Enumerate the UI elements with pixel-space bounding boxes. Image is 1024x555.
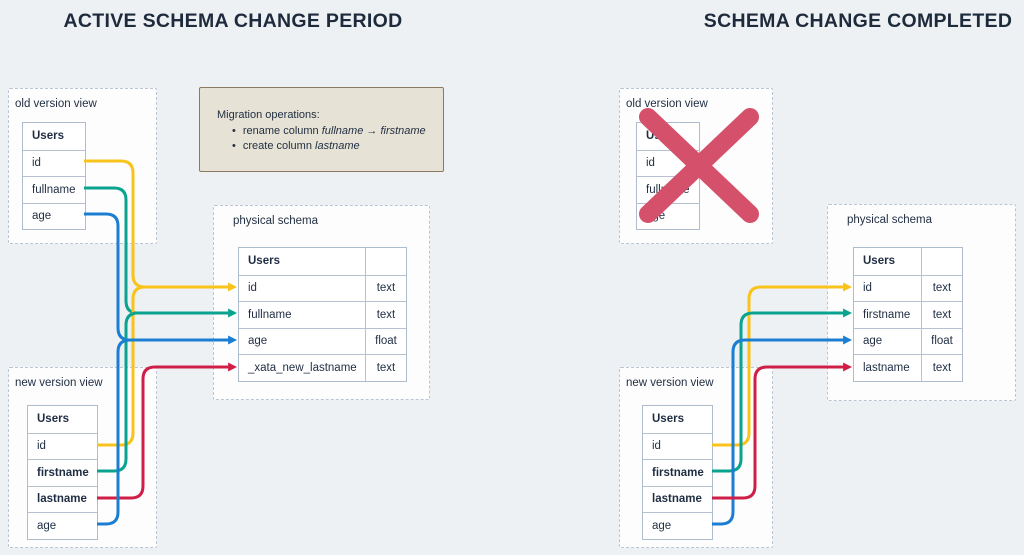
table-row: firstname <box>28 459 97 486</box>
users-table-physical-right: Users id text firstname text age float l… <box>853 247 963 382</box>
table-row: age float <box>854 327 962 354</box>
table-row: _xata_new_lastname text <box>239 354 406 381</box>
table-row: fullname <box>23 176 85 203</box>
table-row: id <box>643 432 712 460</box>
users-table-old-view-right: Users id fullname age <box>636 122 700 230</box>
migration-title: Migration operations: <box>217 109 320 121</box>
migration-bullet-rename: •rename column fullname → firstname <box>232 124 426 137</box>
type-header-cell <box>365 248 406 275</box>
panel-label: new version view <box>626 377 714 389</box>
users-table-new-view-right: Users id firstname lastname age <box>642 405 713 540</box>
table-row: id text <box>854 274 962 301</box>
migration-operations-note: Migration operations: •rename column ful… <box>199 87 444 172</box>
table-header: Users <box>37 413 69 426</box>
panel-label: old version view <box>15 98 97 110</box>
title-change-completed: SCHEMA CHANGE COMPLETED <box>703 10 1013 32</box>
table-row: firstname text <box>854 301 962 328</box>
panel-label: old version view <box>626 98 708 110</box>
migration-bullet-create: •create column lastname <box>232 140 360 152</box>
table-row: id <box>23 149 85 177</box>
table-header: Users <box>646 130 678 143</box>
table-row: lastname <box>643 485 712 513</box>
table-row: firstname <box>643 459 712 486</box>
users-table-physical-left: Users id text fullname text age float _x… <box>238 247 407 382</box>
panel-label: physical schema <box>847 214 933 226</box>
panel-label: physical schema <box>233 215 319 227</box>
table-row: age <box>23 202 85 230</box>
bullet-icon: • <box>232 124 236 137</box>
table-header: Users <box>652 413 684 426</box>
table-row: age <box>643 512 712 539</box>
table-row: age <box>637 202 699 230</box>
table-header: Users <box>32 130 64 143</box>
table-header-row: Users <box>854 248 962 275</box>
table-row: age float <box>239 327 406 354</box>
panel-label: new version view <box>15 377 103 389</box>
table-row: fullname <box>637 176 699 203</box>
users-table-new-view-left: Users id firstname lastname age <box>27 405 98 540</box>
table-row: id text <box>239 274 406 301</box>
title-active-period: ACTIVE SCHEMA CHANGE PERIOD <box>63 10 403 32</box>
table-row: lastname <box>28 485 97 513</box>
table-row: id <box>28 432 97 460</box>
table-row: id <box>637 149 699 177</box>
table-row: lastname text <box>854 354 962 381</box>
table-row: fullname text <box>239 301 406 328</box>
bullet-icon: • <box>232 140 236 152</box>
table-header-row: Users <box>239 248 406 275</box>
table-row: age <box>28 512 97 539</box>
type-header-cell <box>921 248 962 275</box>
users-table-old-view-left: Users id fullname age <box>22 122 86 230</box>
